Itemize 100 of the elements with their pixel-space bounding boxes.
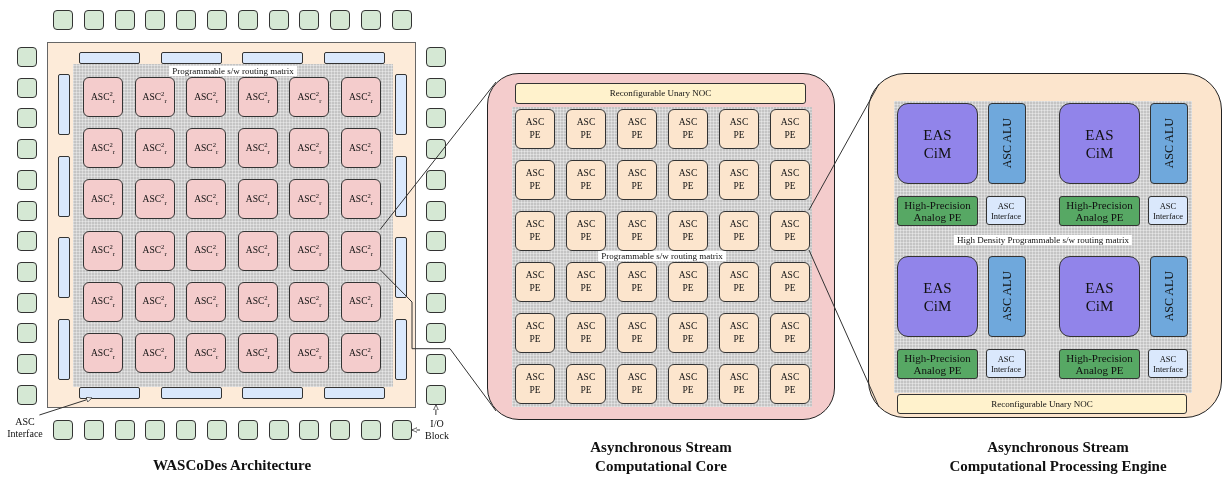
leader-arrow [38,397,93,416]
io-pad [426,323,446,344]
io-pad [114,420,135,440]
routing-matrix-label: Programmable s/w routing matrix [169,66,297,76]
processing-element: ASC PE [617,160,657,200]
panel-caption: Asynchronous Stream Computational Processing Engine [948,438,1168,476]
processing-element: ASC PE [566,364,606,404]
processing-element: ASC PE [770,364,810,404]
processing-element: ASC PE [668,160,708,200]
interface-block: ASC Interface [986,196,1026,225]
io-pad [237,10,258,30]
io-pad [426,231,446,252]
io-pad [426,200,446,221]
alu-block: ASC ALU [988,256,1026,337]
processing-element: ASC PE [719,262,759,302]
interface-bar [161,52,222,64]
processing-element: ASC PE [770,211,810,251]
processing-element: ASC PE [668,109,708,149]
panel-background [487,73,835,420]
io-pad [330,10,351,30]
processing-element: ASC PE [770,262,810,302]
interface-bar [324,52,385,64]
io-pad [426,108,446,129]
io-pad [426,261,446,282]
io-pad [391,10,412,30]
zoom-line [808,83,880,211]
io-pad [330,420,351,440]
zoom-line [808,249,880,408]
io-pad [17,323,37,344]
processing-element: ASC PE [668,364,708,404]
zoom-line [379,81,497,231]
interface-bar [242,387,303,399]
cim-block: EAS CiM [1059,256,1140,337]
io-pad [17,139,37,160]
io-pad [426,384,446,405]
io-pad [17,231,37,252]
processing-element: ASC PE [719,313,759,353]
io-pad [17,169,37,190]
leader-arrow [411,427,421,433]
interface-block: ASC Interface [986,349,1026,378]
interface-bar [58,237,70,298]
processing-element: ASC PE [566,313,606,353]
alu-block: ASC ALU [988,103,1026,184]
io-pad [83,420,104,440]
processing-element: ASC PE [566,211,606,251]
interface-bar [58,319,70,380]
processing-element: ASC PE [515,160,555,200]
cim-block: EAS CiM [1059,103,1140,184]
io-pad [83,10,104,30]
routing-matrix-label: High Density Programmable s/w routing matrix [953,235,1133,245]
interface-bar [395,74,407,135]
analog-pe-block: High-Precision Analog PE [1059,196,1140,226]
io-pad [17,77,37,98]
processing-element: ASC PE [617,364,657,404]
processing-element: ASC PE [617,109,657,149]
processing-element: ASC PE [668,211,708,251]
processing-element: ASC PE [719,364,759,404]
interface-block: ASC Interface [1148,349,1188,378]
io-pad [17,47,37,67]
io-pad [268,10,289,30]
interface-bar [58,74,70,135]
io-pad [361,420,381,440]
io-pad [17,200,37,221]
processing-element: ASC PE [566,160,606,200]
annotation-text: I/O Block [418,415,456,445]
processing-element: ASC PE [515,364,555,404]
panel-background [868,73,1222,418]
analog-pe-block: High-Precision Analog PE [897,196,978,226]
interface-bar [395,237,407,298]
processing-element: ASC PE [515,262,555,302]
annotation-text: ASC Interface [1,413,49,443]
interface-bar [79,387,140,399]
routing-matrix [894,101,1192,393]
alu-block: ASC ALU [1150,256,1188,337]
processing-element: ASC PE [515,313,555,353]
processing-element: ASC PE [719,109,759,149]
io-pad [237,420,258,440]
routing-matrix [73,64,393,387]
processing-element: ASC PE [515,109,555,149]
processing-element: ASC PE [770,160,810,200]
processing-element: ASC PE [719,211,759,251]
io-pad [426,169,446,190]
interface-bar [324,387,385,399]
routing-matrix [512,107,812,407]
io-pad [17,354,37,374]
io-pad [361,10,381,30]
io-pad [17,108,37,129]
chip-die-background [47,42,416,408]
interface-bar [395,319,407,380]
io-pad [53,10,73,30]
leader-arrow [433,404,439,416]
io-pad [53,420,73,440]
io-pad [176,10,197,30]
zoom-line [379,269,497,412]
noc-bar: Reconfigurable Unary NOC [515,83,806,104]
io-pad [391,420,412,440]
io-pad [207,420,227,440]
interface-bar [79,52,140,64]
io-pad [426,292,446,313]
io-pad [17,292,37,313]
